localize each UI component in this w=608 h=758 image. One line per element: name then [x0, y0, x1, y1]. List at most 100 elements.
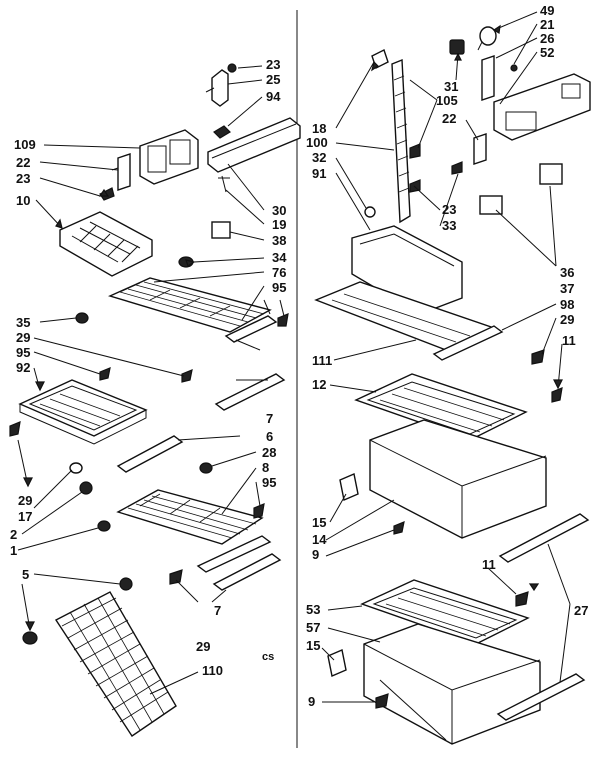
label-part-11-lower: 11: [482, 557, 496, 572]
part-clip-29-c: [169, 569, 183, 585]
label-part-92: 92: [16, 360, 31, 375]
label-part-38: 38: [272, 233, 287, 248]
label-part-18: 18: [312, 121, 327, 136]
part-bin-91: [351, 225, 463, 315]
part-bracket-22-right: [473, 133, 487, 165]
label-part-12: 12: [312, 377, 327, 392]
label-part-22-right: 22: [442, 111, 457, 126]
part-clip-5-b: [22, 631, 38, 645]
part-clip-33: [451, 161, 463, 175]
part-trim-98: [432, 325, 504, 361]
label-part-29-c: 29: [196, 639, 211, 654]
part-handle-15: [339, 473, 359, 501]
label-part-9-upper: 9: [312, 547, 320, 562]
part-1: [97, 520, 111, 532]
part-plate-37: [479, 195, 503, 215]
label-part-30: 30: [272, 203, 287, 218]
part-clip-105: [409, 143, 421, 159]
label-part-95-top: 95: [272, 280, 287, 295]
label-part-2: 2: [10, 527, 18, 542]
part-bracket-22-left: [111, 153, 131, 191]
leader-arrowheads: [23, 24, 563, 632]
part-clip-9-a: [393, 521, 405, 535]
label-part-32: 32: [312, 150, 327, 165]
part-trim-6: [116, 435, 184, 473]
part-panel-109: [139, 129, 199, 185]
part-wire-shelf-8: [116, 489, 272, 573]
label-part-52: 52: [540, 45, 555, 60]
label-part-27: 27: [574, 603, 589, 618]
part-clip-29-b: [9, 421, 21, 437]
part-clip-29-a: [181, 369, 193, 383]
part-wire-shelf-76: [108, 277, 278, 343]
label-part-76: 76: [272, 265, 287, 280]
label-part-109: 109: [14, 137, 36, 152]
label-part-7-lower: 7: [214, 603, 222, 618]
label-part-23-top: 23: [266, 57, 281, 72]
label-part-6: 6: [266, 429, 274, 444]
label-part-95-mid: 95: [16, 345, 31, 360]
part-housing-52: [493, 73, 591, 141]
part-clip-5-a: [119, 577, 133, 591]
part-2: [79, 481, 93, 495]
part-drawer-57: [363, 623, 541, 745]
label-part-25: 25: [266, 72, 281, 87]
part-tray-53: [360, 579, 530, 645]
label-part-36: 36: [560, 265, 575, 280]
label-part-37: 37: [560, 281, 575, 296]
part-switch-26: [481, 55, 495, 101]
label-part-111: 111: [312, 353, 333, 368]
label-part-23-left: 23: [16, 171, 31, 186]
label-part-9-lower: 9: [308, 694, 316, 709]
label-part-110: 110: [202, 663, 223, 678]
label-part-94: 94: [266, 89, 281, 104]
label-part-49: 49: [540, 3, 555, 18]
part-clip-9-b: [375, 693, 389, 709]
label-part-19: 19: [272, 217, 287, 232]
label-part-10: 10: [16, 193, 31, 208]
label-part-53: 53: [306, 602, 321, 617]
label-part-15-upper: 15: [312, 515, 327, 530]
part-clip-11-right: [551, 387, 563, 403]
label-part-17: 17: [18, 509, 33, 524]
part-wire-basket-110: [54, 591, 177, 737]
part-clip-28: [199, 462, 213, 474]
label-part-21: 21: [540, 17, 555, 32]
part-trim-7-lower: [212, 553, 282, 591]
part-trim-27-lower: [496, 673, 586, 721]
label-part-22-left: 22: [16, 155, 31, 170]
label-part-15-lower: 15: [306, 638, 321, 653]
part-clip-11-lower: [515, 591, 529, 607]
part-clip-95-a: [277, 313, 289, 327]
label-part-57: 57: [306, 620, 321, 635]
label-part-105: 105: [436, 93, 458, 108]
part-bulb-49: [477, 26, 497, 51]
part-handle-15-lower: [327, 649, 347, 677]
label-part-1: 1: [10, 543, 18, 558]
label-part-11-right: 11: [562, 333, 576, 348]
label-part-31: 31: [444, 79, 459, 94]
part-shelf-111: [314, 281, 496, 351]
part-rail-100: [391, 58, 411, 224]
label-part-26: 26: [540, 31, 555, 46]
label-part-100: 100: [306, 135, 328, 150]
part-bracket-upper: [205, 63, 237, 107]
leader-lines: [17, 11, 571, 741]
part-screw-21: [510, 64, 518, 72]
part-ice-tray: [59, 211, 153, 277]
part-trim-7-upper: [214, 373, 286, 411]
part-socket-31: [449, 39, 465, 55]
label-cs-code: cs: [262, 651, 275, 663]
part-clip-35: [75, 312, 89, 324]
label-part-29-b: 29: [18, 493, 33, 508]
part-clip-32: [364, 206, 376, 218]
part-clip-95-c: [253, 503, 265, 519]
label-part-33: 33: [442, 218, 457, 233]
label-part-35: 35: [16, 315, 31, 330]
label-part-91: 91: [312, 166, 327, 181]
label-part-34: 34: [272, 250, 287, 265]
label-part-98: 98: [560, 297, 575, 312]
part-clip-95-b: [99, 367, 111, 381]
